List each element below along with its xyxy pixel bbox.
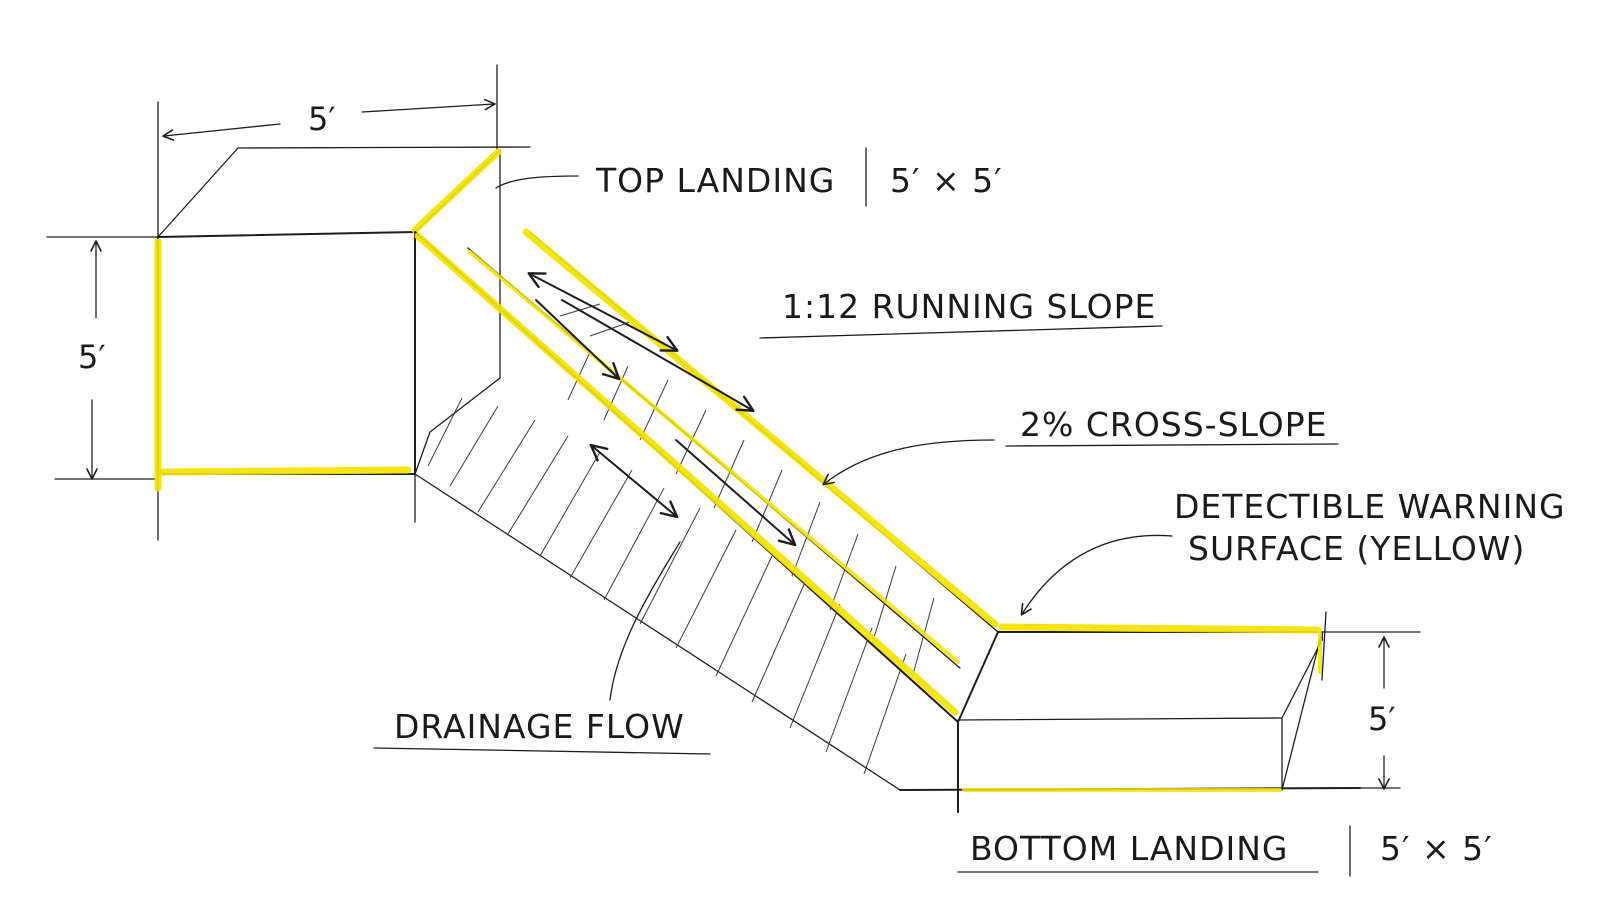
bottom-landing-size-label: 5′ × 5′ [1380, 829, 1493, 868]
labels: TOP LANDING 5′ × 5′ 1:12 RUNNING SLOPE 2… [394, 161, 1566, 868]
top-height-dimension: 5′ [78, 240, 106, 480]
top-landing-size-label: 5′ × 5′ [890, 161, 1003, 200]
warning-surface-label-line1: DETECTIBLE WARNING [1174, 487, 1566, 526]
warning-surface-label-line2: SURFACE (YELLOW) [1188, 529, 1525, 568]
top-landing-label: TOP LANDING [595, 161, 835, 200]
cross-slope-label: 2% CROSS-SLOPE [1020, 405, 1327, 444]
top-width-dimension: 5′ [162, 98, 496, 141]
ramp-hatching [427, 303, 935, 775]
top-width-label: 5′ [308, 100, 336, 138]
top-landing [46, 64, 531, 541]
running-slope-label: 1:12 RUNNING SLOPE [782, 287, 1156, 326]
leaders [373, 147, 1351, 877]
bottom-landing-label: BOTTOM LANDING [970, 829, 1289, 868]
bottom-height-label: 5′ [1368, 700, 1396, 738]
drainage-flow-label: DRAINAGE FLOW [394, 707, 685, 746]
top-height-label: 5′ [78, 338, 106, 376]
bottom-landing [899, 611, 1421, 813]
slope-arrows [527, 272, 797, 547]
bottom-height-dimension: 5′ [1368, 636, 1396, 790]
